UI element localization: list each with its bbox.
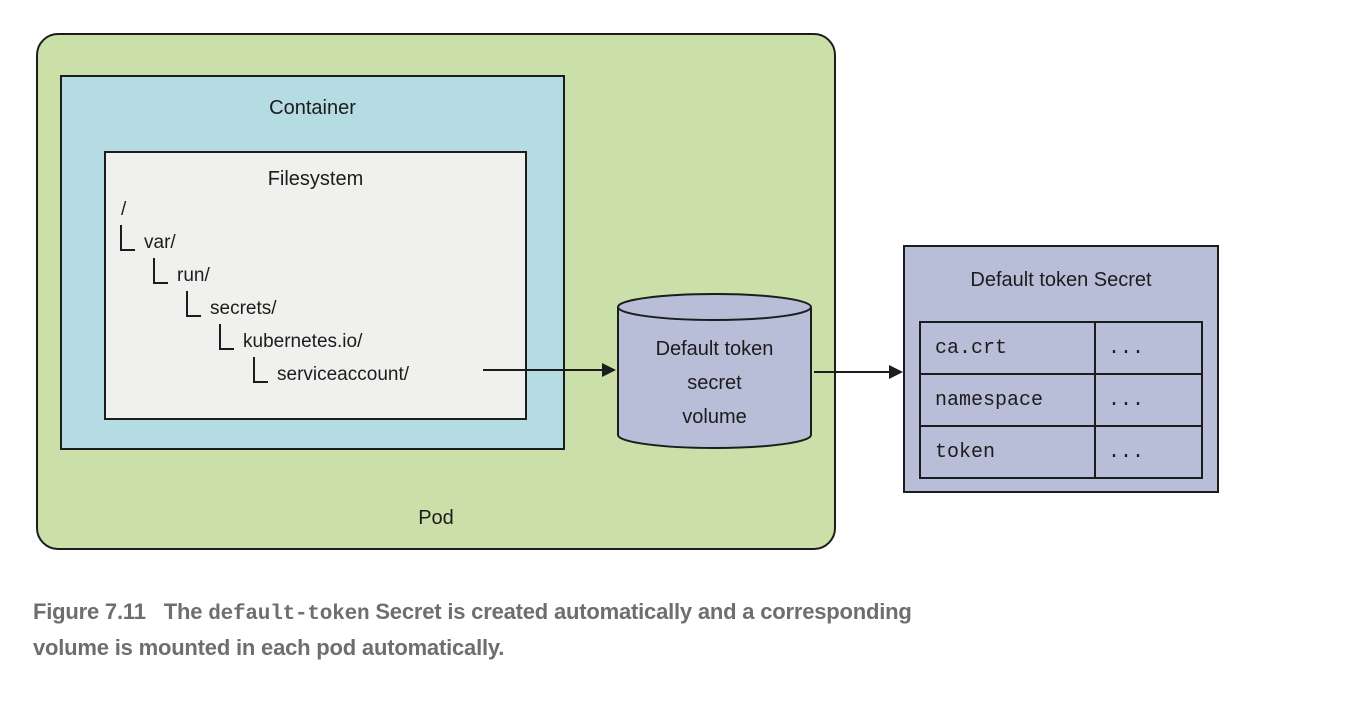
container-box: Container Filesystem / var/ run/	[60, 75, 565, 450]
secret-title: Default token Secret	[970, 269, 1152, 291]
figure-caption: Figure 7.11 The default-token Secret is c…	[33, 595, 1283, 664]
secret-key: token	[919, 425, 1096, 479]
table-row: token ...	[919, 425, 1203, 479]
secret-volume-cylinder: Default token secret volume	[616, 292, 813, 450]
arrow-head-icon	[889, 365, 903, 379]
filesystem-to-volume-arrow	[483, 369, 605, 371]
secret-value: ...	[1094, 373, 1203, 427]
volume-label: Default token secret volume	[655, 338, 774, 428]
tree-item-label: /	[121, 199, 127, 220]
container-label: Container	[269, 97, 356, 119]
caption-text-post: Secret is created automatically and a co…	[369, 599, 912, 624]
caption-line2: volume is mounted in each pod automatica…	[33, 635, 505, 660]
secret-value: ...	[1094, 321, 1203, 375]
secret-key: namespace	[919, 373, 1096, 427]
pod-box: Container Filesystem / var/ run/	[36, 33, 836, 550]
tree-item-label: run/	[177, 265, 210, 286]
pod-label: Pod	[418, 507, 454, 529]
caption-text-pre: The	[163, 599, 209, 624]
tree-item-label: secrets/	[210, 298, 277, 319]
filesystem-label: Filesystem	[267, 168, 364, 190]
arrow-head-icon	[602, 363, 616, 377]
secret-key: ca.crt	[919, 321, 1096, 375]
secret-value: ...	[1094, 425, 1203, 479]
filesystem-box: Filesystem / var/ run/ sec	[104, 151, 527, 420]
tree-branch-icon	[219, 324, 234, 350]
figure-number: Figure 7.11	[33, 599, 146, 624]
table-row: ca.crt ...	[919, 321, 1203, 375]
tree-item-label: serviceaccount/	[277, 364, 410, 385]
tree-branch-icon	[253, 357, 268, 383]
secret-box: Default token Secret ca.crt ... namespac…	[903, 245, 1219, 493]
volume-to-secret-arrow	[814, 371, 891, 373]
secret-entries-table: ca.crt ... namespace ... token ...	[919, 321, 1203, 479]
caption-code: default-token	[208, 603, 370, 626]
tree-branch-icon	[153, 258, 168, 284]
cylinder-shape-icon	[617, 293, 812, 449]
tree-branch-icon	[120, 225, 135, 251]
tree-item-label: var/	[144, 232, 176, 253]
tree-branch-icon	[186, 291, 201, 317]
table-row: namespace ...	[919, 373, 1203, 427]
tree-item-label: kubernetes.io/	[243, 331, 363, 352]
